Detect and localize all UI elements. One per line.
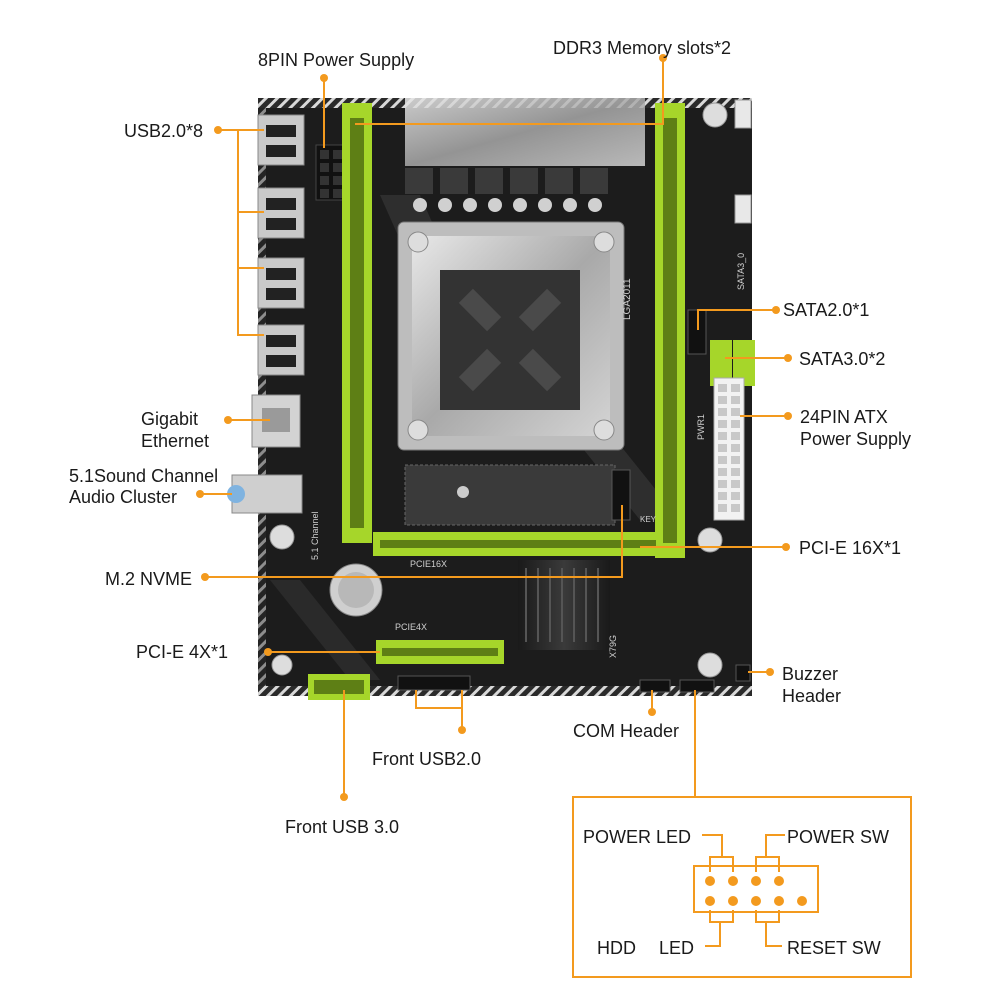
label-led: LED [659, 938, 695, 958]
pinout-box [572, 796, 912, 978]
label-power-sw: POWER SW [787, 827, 889, 847]
usb-port-stack [257, 114, 305, 166]
label-buzzer: Buzzer [782, 664, 839, 684]
label-pcie-4x: PCI-E 4X*1 [136, 642, 229, 662]
label-m2-nvme: M.2 NVME [105, 569, 193, 589]
mounting-hole [697, 527, 723, 553]
sata3-port-2 [733, 340, 755, 386]
decor-diagonal [270, 580, 380, 680]
label-power-led: POWER LED [583, 827, 692, 847]
model-silk: X79G [608, 635, 618, 658]
com-header-pins [639, 679, 671, 693]
callout-usb-bracket [237, 130, 264, 336]
sata3-silk: SATA3_0 [736, 253, 746, 290]
socket-silk: LGA2011 [622, 278, 633, 320]
mounting-hole [702, 102, 728, 128]
chipset-heatsink [518, 560, 610, 650]
label-usb2: USB2.0*8 [124, 121, 204, 141]
label-com-header: COM Header [573, 721, 680, 741]
mounting-hole [271, 654, 293, 676]
callout-sata2 [697, 309, 776, 330]
pcie16-silk: PCIE16X [410, 559, 447, 569]
label-front-usb2: Front USB2.0 [372, 749, 482, 769]
socket-cavity [440, 270, 580, 410]
callout-lines [200, 58, 788, 797]
label-pcie-16x: PCI-E 16X*1 [799, 538, 902, 558]
audio-silk: 5.1 Channel [310, 511, 320, 560]
label-8pin-power: 8PIN Power Supply [258, 50, 415, 70]
label-gigabit: Gigabit [141, 409, 199, 429]
sata3-port-1 [710, 340, 732, 386]
mounting-hole [697, 652, 723, 678]
callout-ddr3 [355, 58, 664, 125]
vrm-area [405, 98, 645, 212]
key-silk: KEY [640, 515, 657, 524]
label-ethernet: Ethernet [141, 431, 210, 451]
label-power-supply: Power Supply [800, 429, 912, 449]
label-audio-cluster: Audio Cluster [69, 487, 178, 507]
cpu-socket [397, 221, 625, 451]
label-sound-channel: 5.1Sound Channel [69, 466, 219, 486]
pinout-leader-lines [702, 834, 785, 947]
front-usb2-header [397, 675, 471, 691]
callout-front-usb2-bracket [415, 690, 463, 709]
m2-standoff [457, 486, 469, 498]
label-sata3: SATA3.0*2 [799, 349, 886, 369]
label-ddr3-memory: DDR3 Memory slots*2 [553, 38, 732, 58]
label-header: Header [782, 686, 842, 706]
label-24pin-atx: 24PIN ATX [800, 407, 888, 427]
vrm-heatsink [405, 98, 645, 166]
mounting-hole [269, 524, 295, 550]
callout-m2 [205, 505, 623, 578]
usb-port-stack [257, 324, 305, 376]
label-sata2: SATA2.0*1 [783, 300, 870, 320]
leader-hdd-led [705, 910, 721, 947]
m2-area [404, 464, 616, 526]
pcie4-silk: PCIE4X [395, 622, 427, 632]
pinout-pins [705, 876, 807, 906]
label-hdd: HDD [597, 938, 636, 958]
rear-usb-ports [257, 114, 305, 376]
front-panel-pinout [572, 796, 912, 978]
label-reset-sw: RESET SW [787, 938, 881, 958]
buzzer-header-pins [735, 664, 751, 682]
pwr-silk: PWR1 [696, 414, 706, 440]
stripe-border-bottom [258, 686, 752, 696]
front-panel-header [679, 679, 715, 693]
audio-jack [227, 485, 245, 503]
label-front-usb3: Front USB 3.0 [285, 817, 400, 837]
motherboard: LGA2011 SATA3_0 PWR1 KE [227, 98, 755, 700]
callout-dots [196, 54, 792, 801]
fan-header [734, 99, 752, 129]
usb-port-stack [257, 257, 305, 309]
usb-port-stack [257, 187, 305, 239]
fan-header [734, 194, 752, 224]
